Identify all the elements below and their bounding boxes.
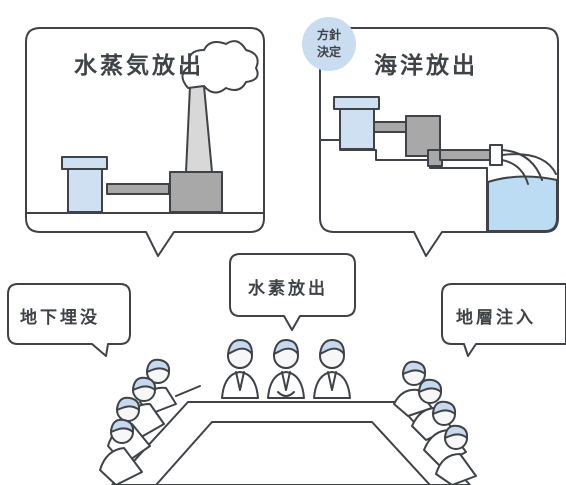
steam-release-label: 水蒸気放出 (74, 53, 204, 79)
person-top-3 (313, 339, 351, 399)
person-right-4 (435, 424, 477, 485)
conference-table-icon (111, 401, 471, 485)
meeting-people-icon (99, 339, 477, 485)
hydrogen-bubble (229, 253, 356, 331)
ocean-release-label: 海洋放出 (374, 53, 478, 79)
underground-bubble (7, 283, 131, 357)
person-top-1 (221, 339, 259, 399)
stratum-bubble (441, 283, 566, 357)
hydrogen-release-label: 水素放出 (248, 279, 328, 299)
stratum-injection-label: 地層注入 (456, 308, 536, 328)
underground-burial-label: 地下埋没 (20, 308, 100, 328)
person-top-2 (267, 339, 305, 399)
person-left-4 (99, 418, 143, 485)
ocean-outflow-icon (320, 96, 558, 232)
factory-chimney-icon (26, 40, 264, 214)
policy-decision-badge (302, 17, 356, 71)
badge-line-2: 決定 (316, 45, 341, 59)
badge-line-1: 方針 (316, 28, 341, 42)
